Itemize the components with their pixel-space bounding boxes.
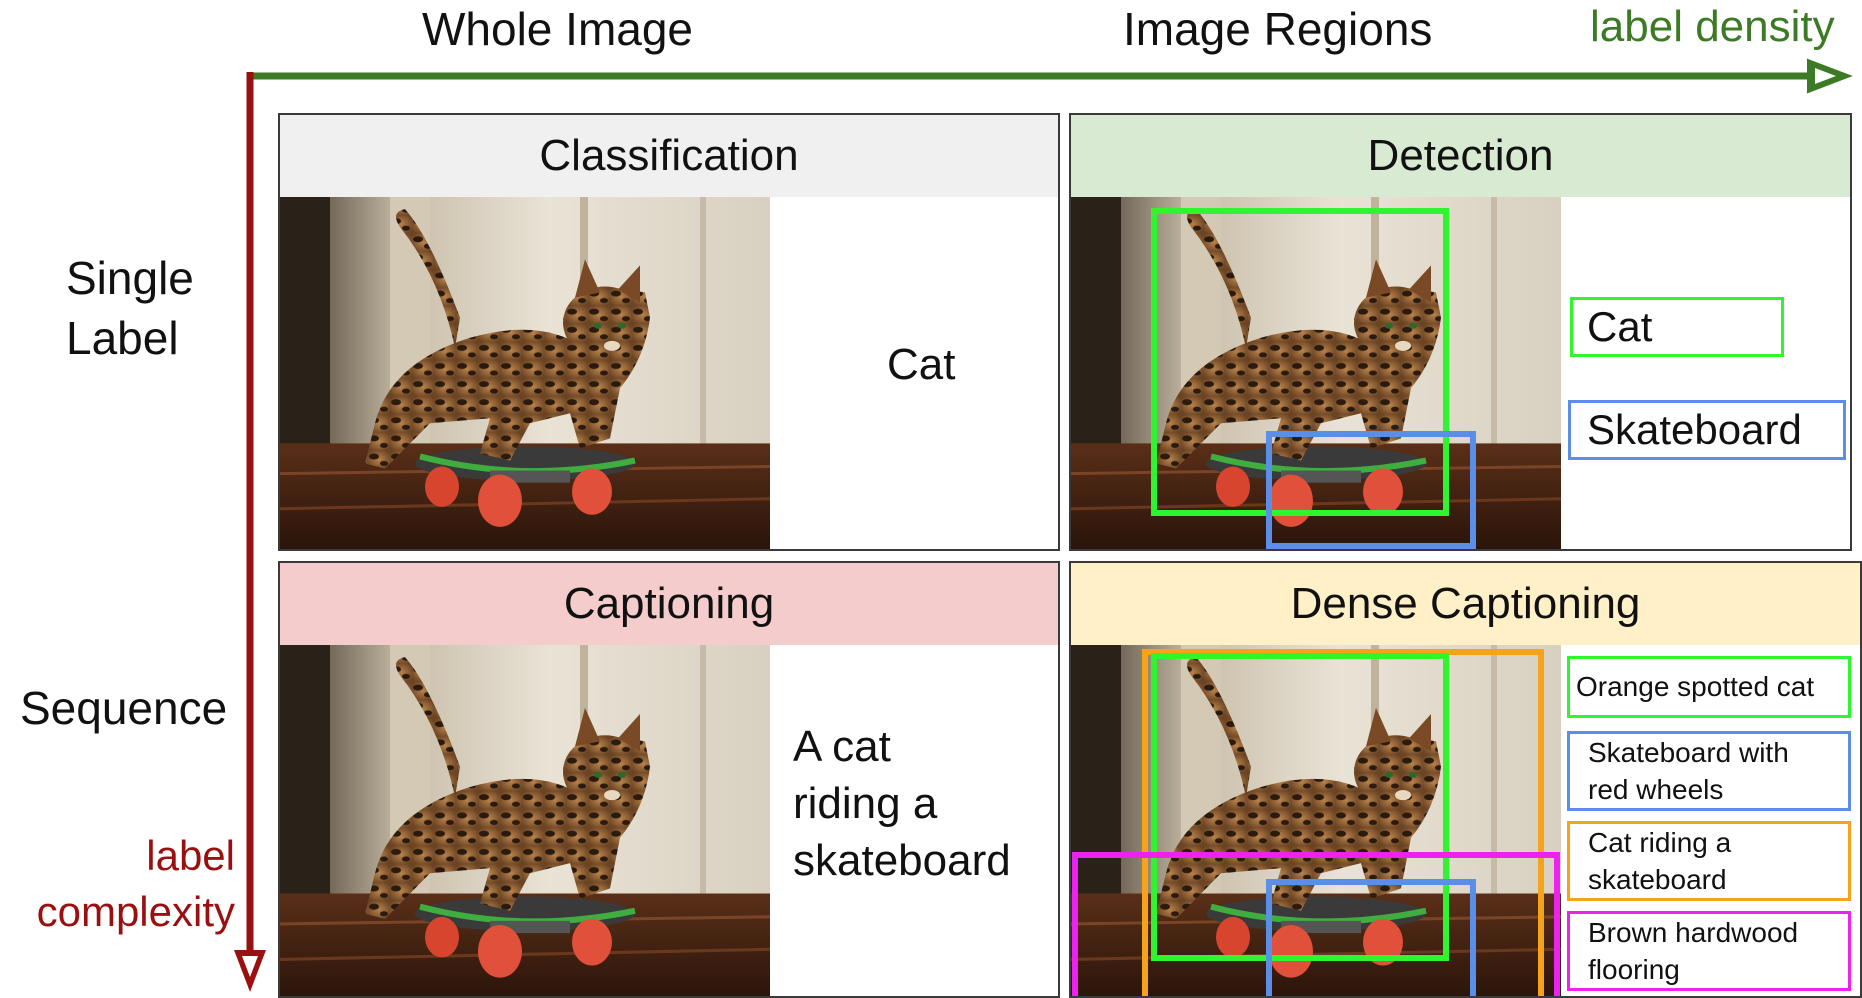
y-axis-label-line1: label	[146, 832, 235, 879]
bbox-orange-spotted-cat	[1151, 653, 1449, 961]
x-axis-label: label density	[1590, 2, 1835, 51]
dense-caption-1-line-1: Orange spotted cat	[1576, 671, 1815, 702]
caption-line-2: riding a	[793, 779, 938, 828]
dense-caption-2-line-1: Skateboard with	[1588, 737, 1789, 768]
panel-classification: Classification Cat	[278, 113, 1060, 551]
detection-bboxes	[1151, 208, 1476, 549]
bbox-skateboard-red-wheels	[1266, 879, 1476, 996]
row-header-label: Label	[66, 312, 179, 364]
legend-skateboard-text: Skateboard	[1587, 406, 1802, 453]
caption-line-3: skateboard	[793, 836, 1011, 885]
row-header-single: Single	[66, 252, 194, 304]
row-header-single-label: Single Label	[66, 248, 194, 368]
dense-caption-4-line-2: flooring	[1588, 954, 1680, 985]
bbox-cat-riding-skateboard	[1142, 649, 1544, 996]
column-header-image-regions: Image Regions	[1123, 3, 1433, 55]
bbox-cat	[1151, 208, 1449, 516]
bbox-brown-hardwood-flooring	[1072, 852, 1560, 996]
dense-caption-4-line-1: Brown hardwood	[1588, 917, 1799, 948]
cat-skateboard-image	[280, 197, 770, 549]
dense-caption-cat-riding-skateboard: Cat riding a skateboard	[1567, 821, 1851, 901]
dense-caption-3-line-1: Cat riding a	[1588, 827, 1732, 858]
panel-detection: Detection Cat Skateboard	[1069, 113, 1852, 551]
dense-caption-skateboard-red-wheels: Skateboard with red wheels	[1567, 731, 1851, 811]
panel-title-captioning: Captioning	[280, 563, 1058, 645]
dense-caption-orange-spotted-cat: Orange spotted cat	[1567, 656, 1851, 718]
bbox-skateboard	[1266, 431, 1476, 549]
y-axis-label: label complexity	[0, 828, 235, 940]
dense-caption-3-line-2: skateboard	[1588, 864, 1727, 895]
legend-skateboard: Skateboard	[1568, 400, 1846, 460]
row-header-sequence: Sequence	[20, 682, 228, 734]
dense-captioning-bboxes	[1072, 649, 1560, 996]
dense-caption-2-line-2: red wheels	[1588, 774, 1724, 805]
panel-title-classification: Classification	[280, 115, 1058, 197]
panel-title-dense-captioning: Dense Captioning	[1071, 563, 1860, 645]
y-axis-label-line2: complexity	[36, 888, 235, 935]
dense-caption-brown-hardwood-flooring: Brown hardwood flooring	[1567, 911, 1851, 991]
caption-line-1: A cat	[793, 722, 891, 771]
caption-text: A cat riding a skateboard	[793, 718, 1011, 889]
cat-skateboard-image	[280, 645, 770, 998]
panel-captioning: Captioning A cat riding a skateboard	[278, 561, 1060, 998]
panel-title-detection: Detection	[1071, 115, 1850, 197]
classification-label: Cat	[887, 340, 956, 389]
panel-dense-captioning: Dense Captioning Orange spotted cat Skat…	[1069, 561, 1862, 998]
legend-cat-text: Cat	[1587, 303, 1653, 350]
column-header-whole-image: Whole Image	[422, 3, 694, 55]
legend-cat: Cat	[1570, 297, 1784, 357]
